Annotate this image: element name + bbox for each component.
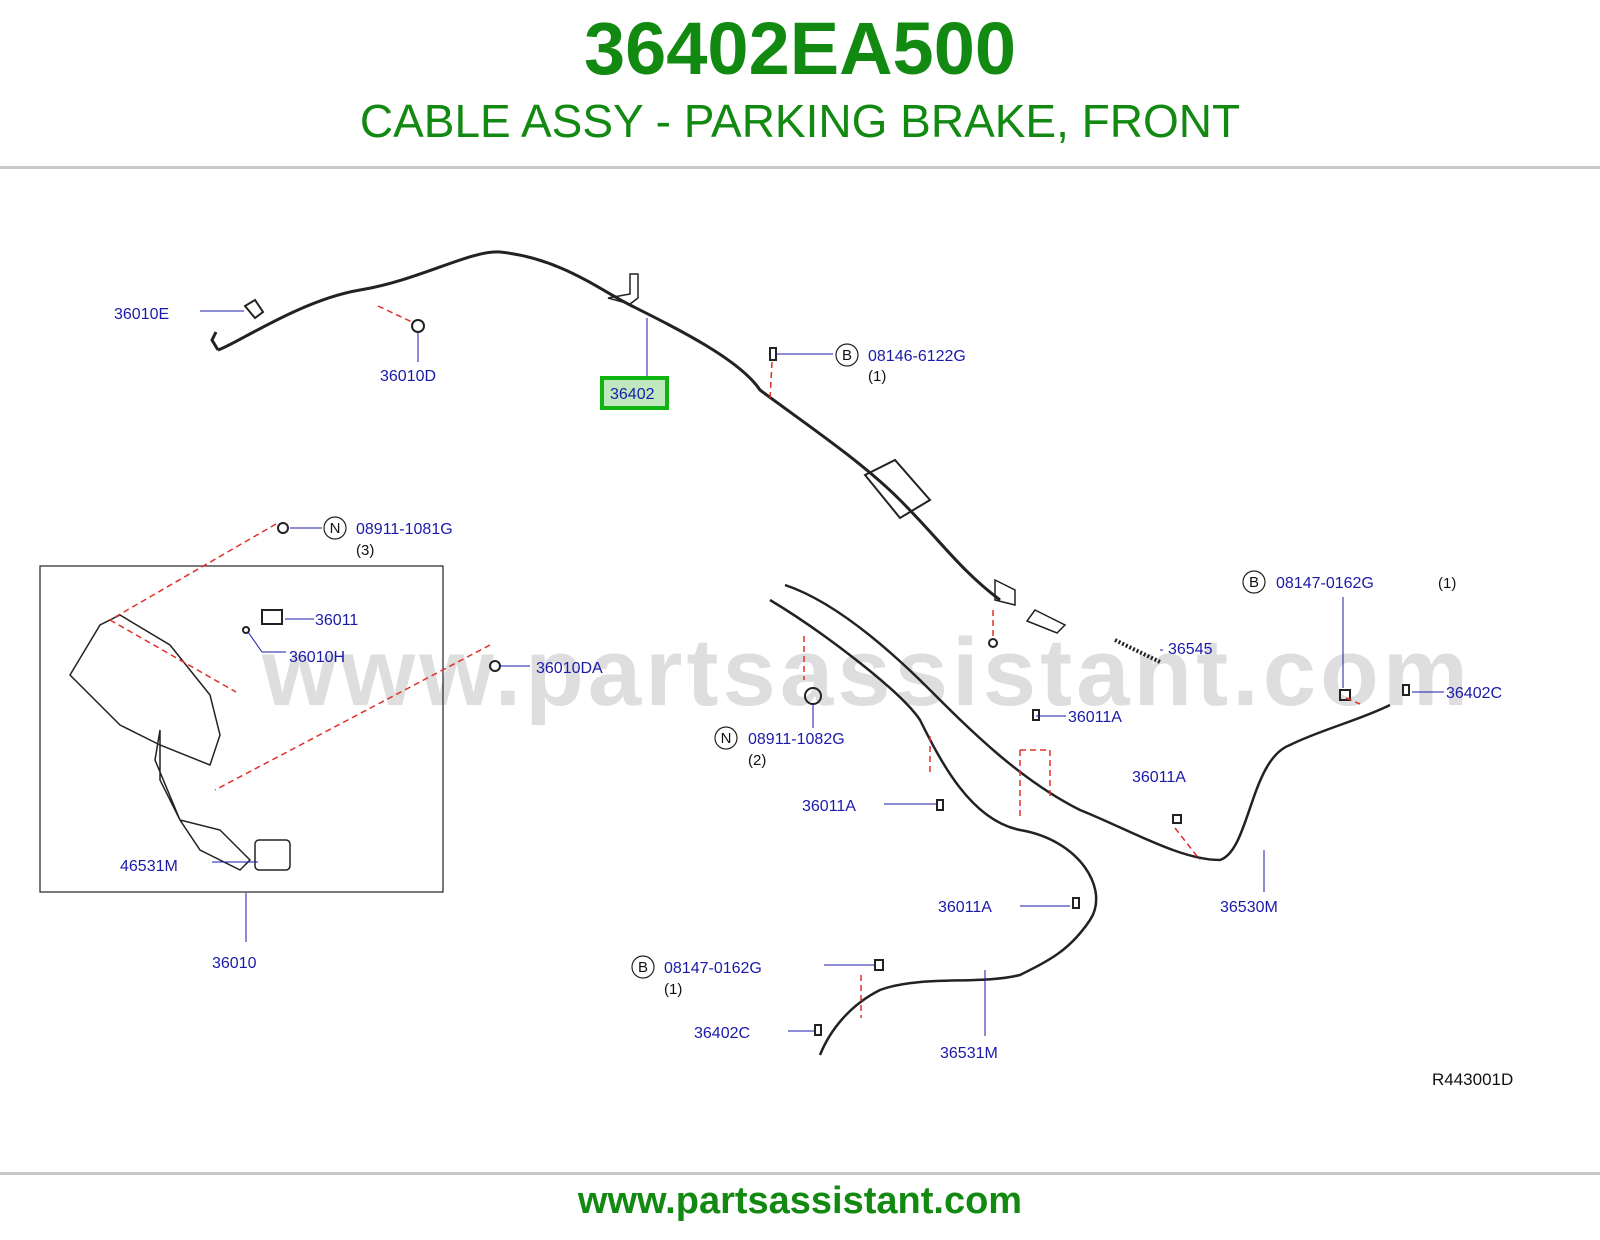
label-36010D[interactable]: 36010D — [380, 368, 436, 385]
label-36530M[interactable]: 36530M — [1220, 899, 1278, 916]
diagram-reference-code: R443001D — [1432, 1070, 1513, 1089]
label-36011A-b[interactable]: 36011A — [1132, 769, 1186, 786]
label-36010DA[interactable]: 36010DA — [536, 660, 603, 677]
footer-divider — [0, 1172, 1600, 1175]
rear-cable-36531M — [769, 598, 1098, 1056]
rear-cable-36530M — [784, 583, 1391, 862]
label-08147-0162G-b[interactable]: 08147-0162G — [664, 960, 762, 977]
circle-mark-n2: N — [721, 730, 732, 747]
label-08146-6122G[interactable]: 08146-6122G — [868, 348, 966, 365]
label-36402C-b[interactable]: 36402C — [694, 1025, 750, 1042]
part-description: CABLE ASSY - PARKING BRAKE, FRONT — [359, 95, 1241, 147]
circle-mark-b3: B — [638, 959, 648, 976]
qty-08147-0162G-a: (1) — [1438, 575, 1456, 592]
label-08911-1082G[interactable]: 08911-1082G — [748, 731, 845, 748]
label-36545[interactable]: 36545 — [1168, 641, 1213, 658]
qty-08147-0162G-b: (1) — [664, 981, 682, 998]
footer-website-link[interactable]: www.partsassistant.com — [577, 1180, 1023, 1222]
watermark-text: www.partsassistant.com — [262, 619, 1473, 726]
circle-mark-n1: N — [330, 520, 341, 537]
label-36011[interactable]: 36011 — [315, 612, 358, 629]
label-36011A-a[interactable]: 36011A — [1068, 709, 1122, 726]
label-36402C-a[interactable]: 36402C — [1446, 685, 1502, 702]
label-36010E[interactable]: 36010E — [114, 306, 169, 323]
highlight-36402 — [600, 376, 669, 410]
page-header: 36402EA500 CABLE ASSY - PARKING BRAKE, F… — [0, 0, 1600, 168]
part-number-title: 36402EA500 — [583, 7, 1017, 90]
label-36011A-c[interactable]: 36011A — [802, 798, 856, 815]
label-36011A-d[interactable]: 36011A — [938, 899, 992, 916]
qty-08146-6122G: (1) — [868, 368, 886, 385]
header-divider — [0, 166, 1600, 169]
label-36531M[interactable]: 36531M — [940, 1045, 998, 1062]
qty-08911-1082G: (2) — [748, 752, 766, 769]
label-08147-0162G-a[interactable]: 08147-0162G — [1276, 575, 1374, 592]
label-36010H[interactable]: 36010H — [289, 649, 345, 666]
label-08911-1081G[interactable]: 08911-1081G — [356, 521, 453, 538]
label-46531M[interactable]: 46531M — [120, 858, 178, 875]
front-cable-36402 — [217, 250, 1001, 602]
circle-mark-b1: B — [842, 347, 852, 364]
circle-mark-b2: B — [1249, 574, 1259, 591]
label-36010[interactable]: 36010 — [212, 955, 257, 972]
label-36402[interactable]: 36402 — [610, 386, 655, 403]
qty-08911-1081G: (3) — [356, 542, 374, 559]
